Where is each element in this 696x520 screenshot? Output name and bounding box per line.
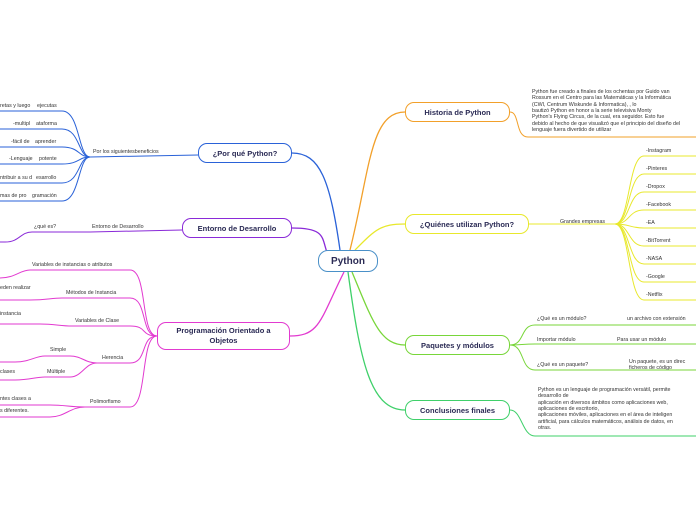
quienes-item: -Instagram xyxy=(646,148,672,154)
porque-item-a: -multipl xyxy=(13,121,31,127)
topic-quienes[interactable]: ¿Quiénes utilizan Python? xyxy=(405,214,529,234)
quienes-item: -Netflix xyxy=(646,292,663,298)
porque-item-a: -Lenguaje xyxy=(9,156,33,162)
poo-herencia: Herencia xyxy=(102,355,124,361)
historia-text: Python fue creado a finales de los ochen… xyxy=(532,89,681,134)
link-quienes xyxy=(354,223,406,251)
poo-simple: Simple xyxy=(50,347,67,353)
porque-item-b: ataforma xyxy=(36,121,57,127)
porque-item-a: ntribuir a su d xyxy=(0,175,33,181)
entorno-sub: Entorno de Desarrollo xyxy=(92,224,144,230)
paquetes-q1: ¿Qué es un módulo? xyxy=(537,316,587,322)
quienes-group: Grandes empresas xyxy=(560,219,606,225)
quienes-item: -Facebook xyxy=(646,202,672,208)
poo-var-inst: Variables de instancias o atributos xyxy=(32,262,113,268)
porque-item-a: retas y luego xyxy=(0,103,31,109)
porque-item-b: esarrollo xyxy=(36,175,57,181)
link-paquetes xyxy=(351,271,406,346)
link-porque xyxy=(291,152,341,251)
topic-entorno[interactable]: Entorno de Desarrollo xyxy=(182,218,292,238)
link-conclusiones xyxy=(347,271,406,411)
poo-metodos-leaf: eden realizar xyxy=(0,285,31,291)
poo-polimorfismo: Polimorfismo xyxy=(90,399,121,405)
porque-item-a: mas de pro xyxy=(0,193,27,199)
poo-multiple: Múltiple xyxy=(47,369,66,375)
porque-item-b: potente xyxy=(39,156,57,162)
paquetes-a3: Un paquete, es un direc ficheros de códi… xyxy=(629,359,686,372)
paquetes-q2: Importar módulo xyxy=(537,337,576,343)
topic-poo[interactable]: Programación Orientado a Objetos xyxy=(157,322,290,350)
link-historia xyxy=(349,111,406,251)
conclusiones-text: Python es un lenguaje de programación ve… xyxy=(538,387,673,432)
poo-var-clase: Variables de Clase xyxy=(75,318,120,324)
poo-clases: clases xyxy=(0,369,16,375)
link-poo xyxy=(289,271,345,337)
poo-poli-leaf: ntes clases a xyxy=(0,396,31,402)
paquetes-a2: Para usar un módulo xyxy=(617,337,667,343)
quienes-item: -BitTorrent xyxy=(646,238,671,244)
topic-paquetes[interactable]: Paquetes y módulos xyxy=(405,335,510,355)
entorno-q: ¿qué es? xyxy=(34,224,57,230)
topic-porque[interactable]: ¿Por qué Python? xyxy=(198,143,292,163)
poo-metodos: Métodos de Instancia xyxy=(66,290,117,296)
quienes-item: -Pinteres xyxy=(646,166,668,172)
porque-item-b: aprender xyxy=(35,139,57,145)
quienes-item: -Google xyxy=(646,274,665,280)
porque-sub: Por los siguientesbeneficios xyxy=(93,149,159,155)
poo-poli-leaf: s diferentes. xyxy=(0,408,29,414)
quienes-item: -EA xyxy=(646,220,655,226)
porque-item-b: ejecutas xyxy=(37,103,57,109)
topic-historia[interactable]: Historia de Python xyxy=(405,102,510,122)
quienes-item: -Dropox xyxy=(646,184,665,190)
topic-conclusiones[interactable]: Conclusiones finales xyxy=(405,400,510,420)
paquetes-q3: ¿Qué es un paquete? xyxy=(537,362,589,368)
central-topic[interactable]: Python xyxy=(318,250,378,272)
porque-item-a: -fácil de xyxy=(11,139,30,145)
poo-var-clase-leaf: instancia xyxy=(0,311,21,317)
quienes-item: -NASA xyxy=(646,256,663,262)
porque-item-b: gramación xyxy=(32,193,57,199)
paquetes-a1: un archivo con extensión xyxy=(627,316,686,322)
